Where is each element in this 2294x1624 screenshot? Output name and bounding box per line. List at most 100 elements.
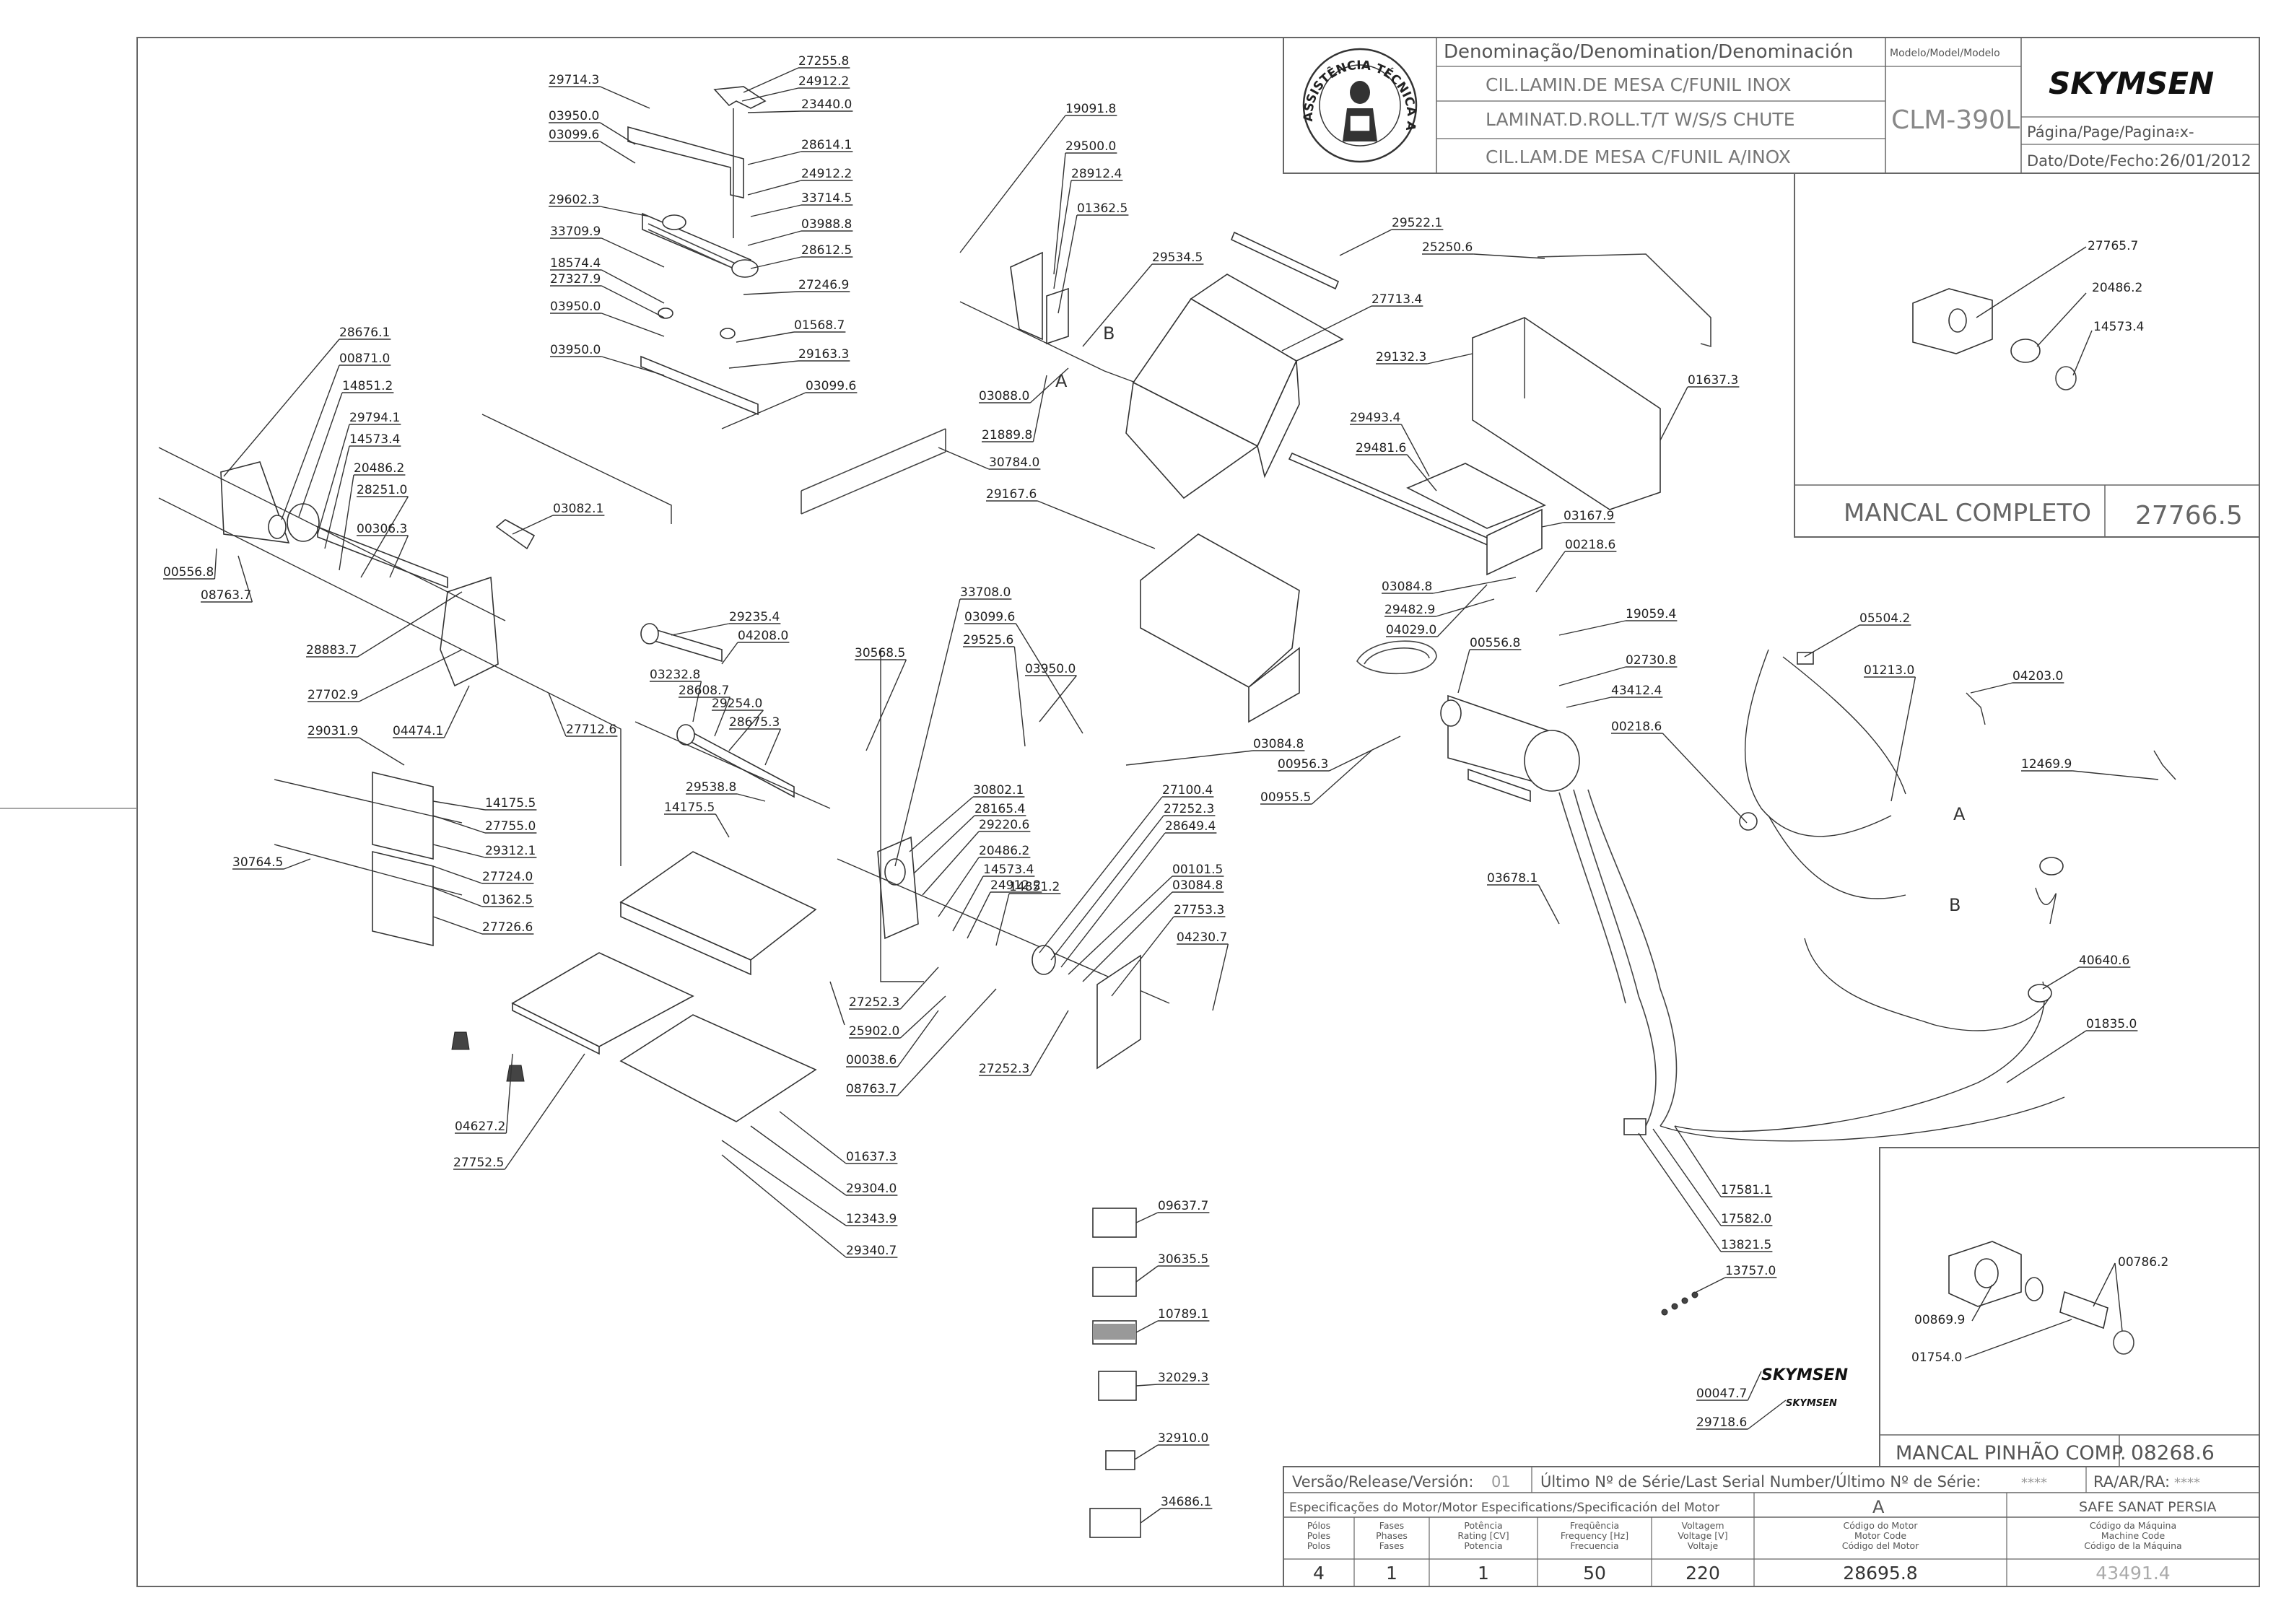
- part-label: 33709.9: [550, 224, 601, 239]
- serial-value: ****: [2021, 1475, 2047, 1490]
- label-plate-6: [1089, 1508, 1141, 1538]
- leader-line: [1068, 876, 1173, 975]
- part-label: 27752.5: [453, 1156, 504, 1170]
- chain-top: [647, 223, 747, 275]
- leader-line: [1890, 676, 1916, 802]
- part-label: 29500.0: [1065, 139, 1116, 154]
- connection-marker: A: [1055, 371, 1068, 391]
- part-label: 29794.1: [349, 411, 400, 425]
- part-label: 00556.8: [163, 565, 214, 580]
- leader-line: [1970, 682, 2013, 694]
- leader-line: [1013, 646, 1026, 747]
- part-label: 29163.3: [798, 347, 849, 362]
- part-label: 29167.6: [986, 487, 1037, 502]
- leader-line: [741, 87, 799, 102]
- leader-line: [284, 858, 311, 870]
- motor-col-value: 1: [1478, 1563, 1489, 1584]
- leader-line: [1039, 796, 1163, 953]
- motor-col-label: Polos: [1307, 1540, 1330, 1551]
- part-label: 04203.0: [2012, 669, 2063, 684]
- leader-line: [865, 659, 907, 751]
- motor-col-label: Pólos: [1307, 1520, 1330, 1531]
- part-label: 09637.7: [1158, 1199, 1208, 1213]
- motor: [1440, 694, 1580, 803]
- leader-line: [779, 1111, 847, 1164]
- part-label: 01213.0: [1864, 663, 1914, 678]
- motor-col-value: 220: [1685, 1563, 1720, 1584]
- leader-line: [1111, 916, 1174, 997]
- part-label: 04208.0: [738, 629, 788, 643]
- leader-line: [432, 887, 483, 907]
- leader-line: [1541, 522, 1564, 528]
- part-label: 28912.4: [1071, 167, 1122, 181]
- motor-col-value: 1: [1386, 1563, 1397, 1584]
- leader-line: [938, 857, 980, 917]
- part-label: 03232.8: [650, 668, 700, 682]
- part-label: 14175.5: [664, 800, 715, 815]
- leader-line: [899, 995, 946, 1039]
- connection-marker: B: [1103, 323, 1115, 344]
- version-value: 01: [1491, 1473, 1511, 1490]
- customer-name: SAFE SANAT PERSIA: [2079, 1499, 2217, 1515]
- leader-line: [671, 623, 730, 636]
- part-label: 28614.1: [801, 138, 852, 152]
- part-label: 17582.0: [1721, 1212, 1771, 1226]
- leader-line: [1029, 367, 1069, 403]
- svg-text:ASSISTÊNCIA TÉCNICA AUTORIZADA: ASSISTÊNCIA TÉCNICA AUTORIZADA: [0, 0, 1418, 133]
- inset1-label-3: 14573.4: [2093, 320, 2144, 334]
- brand-decal-2: SKYMSEN: [1786, 1398, 1837, 1409]
- leader-line: [728, 710, 764, 751]
- leader-line: [1135, 1212, 1159, 1223]
- leader-line: [897, 988, 997, 1096]
- leader-line: [1057, 214, 1078, 314]
- model-number: CLM-390L: [1891, 105, 2020, 135]
- part-label: 01637.3: [1688, 373, 1738, 388]
- part-label: 27252.3: [849, 995, 899, 1010]
- leader-line: [1696, 1277, 1726, 1293]
- leader-line: [600, 86, 650, 109]
- leader-line: [1400, 424, 1430, 477]
- inset-mancal-completo: 27765.7 20486.2 14573.4 MANCAL COMPLETO …: [1794, 173, 2260, 538]
- leader-line: [505, 1053, 513, 1134]
- leader-line: [443, 685, 470, 738]
- spec-letter: A: [1872, 1497, 1885, 1517]
- date-value: 26/01/2012: [2160, 152, 2251, 170]
- part-label: 27726.6: [482, 920, 533, 935]
- brand-decal-1: SKYMSEN: [1761, 1366, 1848, 1384]
- leader-line: [721, 642, 738, 665]
- part-label: 27724.0: [482, 870, 533, 884]
- part-label: 00955.5: [1260, 790, 1311, 805]
- motor-col-value: 28695.8: [1843, 1563, 1917, 1584]
- part-label: 34686.1: [1161, 1495, 1211, 1509]
- leader-line: [2072, 770, 2159, 780]
- leader-line: [692, 681, 702, 722]
- part-label: 12469.9: [2021, 757, 2072, 772]
- motor-col-label: Frequency [Hz]: [1561, 1530, 1628, 1541]
- leader-line: [1558, 666, 1626, 686]
- model-header: Modelo/Model/Modelo: [1890, 48, 2000, 59]
- leader-line: [747, 151, 802, 165]
- leader-line: [714, 697, 731, 737]
- part-label: 03084.8: [1382, 580, 1432, 594]
- leader-line: [747, 230, 802, 246]
- part-label: 01637.3: [846, 1150, 897, 1164]
- leader-line: [747, 180, 802, 196]
- inset2-code: 08268.6: [2131, 1441, 2215, 1464]
- part-label: 03678.1: [1487, 871, 1538, 886]
- part-label: 30784.0: [989, 455, 1039, 470]
- motor-col-label: Rating [CV]: [1457, 1530, 1509, 1541]
- sheet-frame: [136, 37, 2260, 1587]
- leader-line: [357, 591, 463, 658]
- part-label: 14175.5: [485, 796, 536, 811]
- part-label: 28883.7: [306, 643, 357, 658]
- leader-line: [1638, 1132, 1722, 1252]
- part-label: 03950.0: [550, 343, 601, 357]
- part-label: 33708.0: [960, 585, 1011, 600]
- part-label: 04029.0: [1386, 623, 1436, 637]
- name-en: LAMINAT.D.ROLL.T/T W/S/S CHUTE: [1486, 109, 1795, 130]
- leader-line: [2006, 1030, 2087, 1083]
- leader-line: [1053, 152, 1066, 275]
- leader-line: [1134, 1444, 1159, 1460]
